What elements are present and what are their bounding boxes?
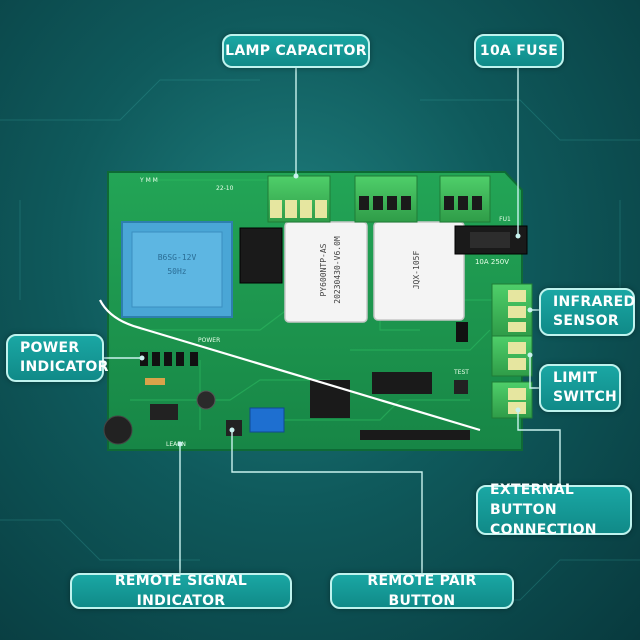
svg-text:POWER: POWER	[198, 337, 220, 344]
callout-lamp-capacitor-text: LAMP CAPACITOR	[225, 43, 367, 59]
svg-text:20230430-V6.0M: 20230430-V6.0M	[333, 236, 342, 304]
dip-switch	[249, 407, 285, 433]
svg-text:LEARN: LEARN	[166, 441, 186, 448]
svg-text:Y M M: Y M M	[139, 177, 158, 184]
callout-external-line1: EXTERNAL BUTTON	[490, 482, 575, 518]
electrolytic-capacitor-small	[196, 390, 216, 410]
svg-text:FU1: FU1	[499, 216, 511, 223]
callout-fuse: 10A FUSE	[474, 34, 564, 68]
callout-infrared-line1: INFRARED	[553, 294, 636, 310]
pair-button	[226, 420, 242, 436]
svg-text:PY600NTP-AS: PY600NTP-AS	[319, 243, 328, 296]
driver-chip	[372, 372, 432, 394]
callout-remote-signal-text: REMOTE SIGNAL INDICATOR	[114, 573, 248, 609]
electrolytic-capacitor-large	[103, 415, 133, 445]
terminal-block-lamp-capacitor	[267, 175, 331, 223]
leader-remote-pair	[231, 430, 423, 574]
svg-text:10A 250V: 10A 250V	[475, 258, 509, 266]
relay-1: PY600NTP-AS 20230430-V6.0M	[284, 221, 368, 323]
resistor	[145, 378, 165, 385]
callout-limit-line1: LIMIT	[553, 370, 598, 386]
callout-infrared-line2: SENSOR	[553, 313, 619, 329]
callout-power-line1: POWER	[20, 340, 80, 356]
pin-header	[360, 430, 470, 440]
callout-remote-pair-text: REMOTE PAIR BUTTON	[367, 573, 477, 609]
callout-power-line2: INDICATOR	[20, 359, 109, 375]
terminal-block-external-button	[491, 381, 533, 419]
svg-text:JQX-105F: JQX-105F	[412, 251, 421, 290]
microcontroller-chip	[310, 380, 350, 418]
toggle-switch	[456, 322, 468, 342]
svg-text:TEST: TEST	[453, 369, 469, 376]
leader-external-button	[517, 410, 561, 487]
callout-infrared-sensor: INFRARED SENSOR	[539, 288, 635, 336]
callout-limit-switch: LIMIT SWITCH	[539, 364, 621, 412]
test-button	[454, 380, 468, 394]
callout-remote-pair-button: REMOTE PAIR BUTTON	[330, 573, 514, 609]
svg-text:50Hz: 50Hz	[167, 267, 186, 276]
terminal-block-limit	[491, 335, 533, 377]
svg-text:B6SG-12V: B6SG-12V	[158, 253, 197, 262]
callout-external-line2: CONNECTION	[490, 522, 597, 538]
callout-remote-signal-indicator: REMOTE SIGNAL INDICATOR	[70, 573, 292, 609]
callout-external-button: EXTERNAL BUTTON CONNECTION	[476, 482, 632, 538]
antenna-wire	[99, 299, 481, 432]
callout-limit-line2: SWITCH	[553, 389, 618, 405]
voltage-regulator	[150, 404, 178, 420]
terminal-block-motor	[354, 175, 418, 223]
transformer: B6SG-12V 50Hz	[121, 221, 233, 318]
relay-2: JQX-105F	[373, 221, 465, 321]
callout-fuse-text: 10A FUSE	[479, 43, 559, 59]
bridge-component	[239, 227, 283, 284]
fuse-holder: 10A 250V FU1	[454, 216, 528, 266]
svg-text:22-10: 22-10	[216, 185, 234, 192]
callout-lamp-capacitor: LAMP CAPACITOR	[222, 34, 370, 68]
callout-power-indicator: POWER INDICATOR	[6, 334, 108, 382]
leader-limit-switch	[529, 355, 541, 389]
terminal-block-power	[439, 175, 491, 223]
